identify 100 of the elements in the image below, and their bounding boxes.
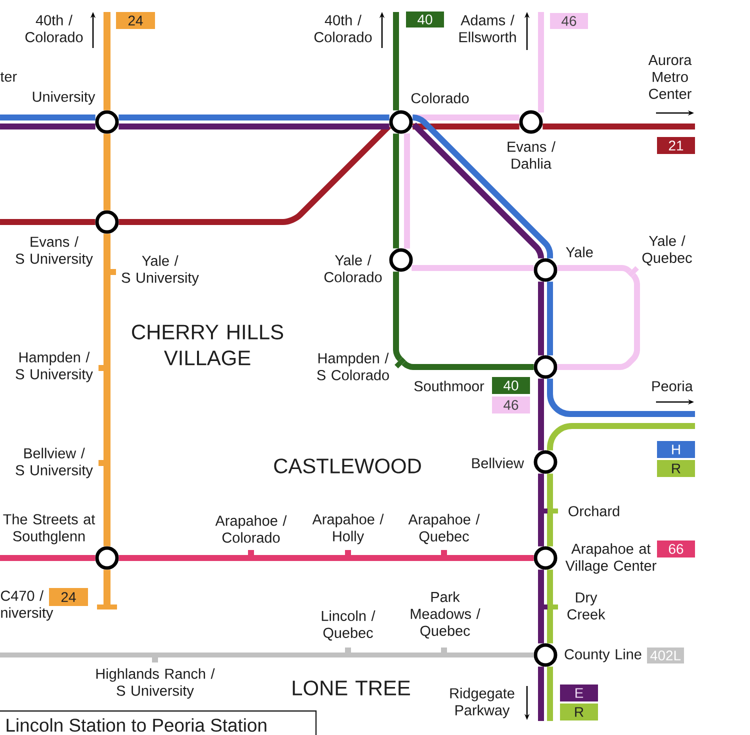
route-line <box>104 12 110 110</box>
route-line <box>538 610 544 644</box>
station-label: Southmoor <box>414 380 484 392</box>
station-label: The Streets at Southglenn <box>3 514 96 544</box>
destination-label: 40th / Colorado <box>25 14 83 42</box>
stop-tick <box>104 269 116 275</box>
route-line <box>538 514 544 546</box>
route-badge: 21 <box>657 137 695 154</box>
route-line <box>0 555 96 561</box>
route-line <box>104 570 110 604</box>
route-badge: 40 <box>406 12 444 28</box>
station-circle <box>95 110 119 134</box>
station-label: Dry Creek <box>567 592 606 620</box>
route-line <box>104 466 110 546</box>
station-label: Park Meadows / Quebec <box>410 591 480 639</box>
route-line <box>401 360 534 370</box>
station-circle <box>389 248 413 272</box>
route-line <box>0 114 96 120</box>
station-label: Evans / S University <box>16 236 93 267</box>
route-badge: 402L <box>647 648 684 664</box>
route-line <box>104 134 110 210</box>
route-badge: 24 <box>116 12 155 29</box>
route-line <box>547 282 553 356</box>
route-line <box>351 555 441 561</box>
route-line <box>447 555 534 561</box>
station-label: Bellview <box>472 458 524 468</box>
route-line <box>412 265 534 271</box>
stop-tick <box>441 648 447 658</box>
destination-label: Adams / Ellsworth <box>459 14 516 42</box>
route-line <box>547 423 695 451</box>
station-label: Colorado <box>411 92 469 104</box>
route-line <box>547 378 695 417</box>
route-badge: H <box>657 441 695 458</box>
destination-label: Peoria <box>652 380 693 392</box>
route-line <box>118 114 390 120</box>
station-circle <box>519 110 543 134</box>
route-line <box>0 219 96 225</box>
route-line <box>547 666 553 721</box>
station-circle <box>534 643 558 667</box>
route-line <box>547 570 553 604</box>
stop-tick <box>538 604 558 610</box>
route-badge: 46 <box>550 13 588 29</box>
route-badge: 40 <box>492 377 530 394</box>
route-line <box>104 275 110 365</box>
stop-tick <box>628 266 639 278</box>
route-line <box>557 272 640 370</box>
area-label: LONE TREE <box>292 680 410 696</box>
route-badge: E <box>560 684 598 702</box>
station-label: Hampden / S University <box>16 352 93 382</box>
stop-tick <box>345 550 351 561</box>
route-line <box>158 652 345 658</box>
station-circle <box>95 210 119 234</box>
route-line <box>547 474 553 508</box>
destination-label: 40th / Colorado <box>314 14 372 42</box>
route-line <box>538 570 544 604</box>
station-label: University <box>32 91 96 105</box>
station-label: Yale <box>566 246 593 258</box>
station-label: County Line <box>564 648 642 662</box>
route-line <box>412 114 520 120</box>
station-circle <box>534 355 558 379</box>
stop-tick <box>441 550 447 561</box>
route-badge: 66 <box>657 540 695 558</box>
area-label: CASTLEWOOD <box>274 458 421 474</box>
station-label: Yale / Colorado <box>324 254 382 282</box>
route-line <box>557 265 632 274</box>
route-line <box>542 124 695 130</box>
route-line <box>0 652 152 658</box>
route-badge: 24 <box>49 588 88 606</box>
route-line <box>547 514 553 546</box>
route-badge: 46 <box>492 396 530 414</box>
route-line <box>118 124 390 130</box>
route-line <box>538 12 544 113</box>
station-label: Evans / Dahlia <box>508 141 556 169</box>
route-line <box>404 133 410 249</box>
route-line <box>393 134 399 248</box>
stop-tick <box>248 550 254 561</box>
route-line <box>538 666 544 721</box>
route-line <box>351 652 441 658</box>
station-label: Arapahoe / Colorado <box>215 515 287 543</box>
route-badge: R <box>657 460 695 477</box>
station-label: Orchard <box>568 506 620 516</box>
station-label: Yale / S University <box>122 255 199 286</box>
route-line <box>538 282 544 356</box>
station-label: Lincoln / Quebec <box>322 610 376 641</box>
route-line <box>538 378 544 450</box>
station-label: Highlands Ranch / S University <box>96 668 215 699</box>
station-label: Arapahoe / Holly <box>312 514 384 544</box>
route-line <box>254 555 345 561</box>
stop-tick <box>394 357 406 368</box>
area-label: CHERRY HILLS VILLAGE <box>132 324 284 366</box>
route-line <box>104 234 110 269</box>
route-badge: R <box>560 704 598 720</box>
station-circle <box>95 546 119 570</box>
route-line <box>447 652 534 658</box>
stop-tick <box>345 648 351 658</box>
station-circle <box>534 546 558 570</box>
station-label: ter <box>0 72 17 82</box>
route-line <box>412 124 520 130</box>
station-circle <box>534 450 558 474</box>
route-line <box>118 555 248 561</box>
